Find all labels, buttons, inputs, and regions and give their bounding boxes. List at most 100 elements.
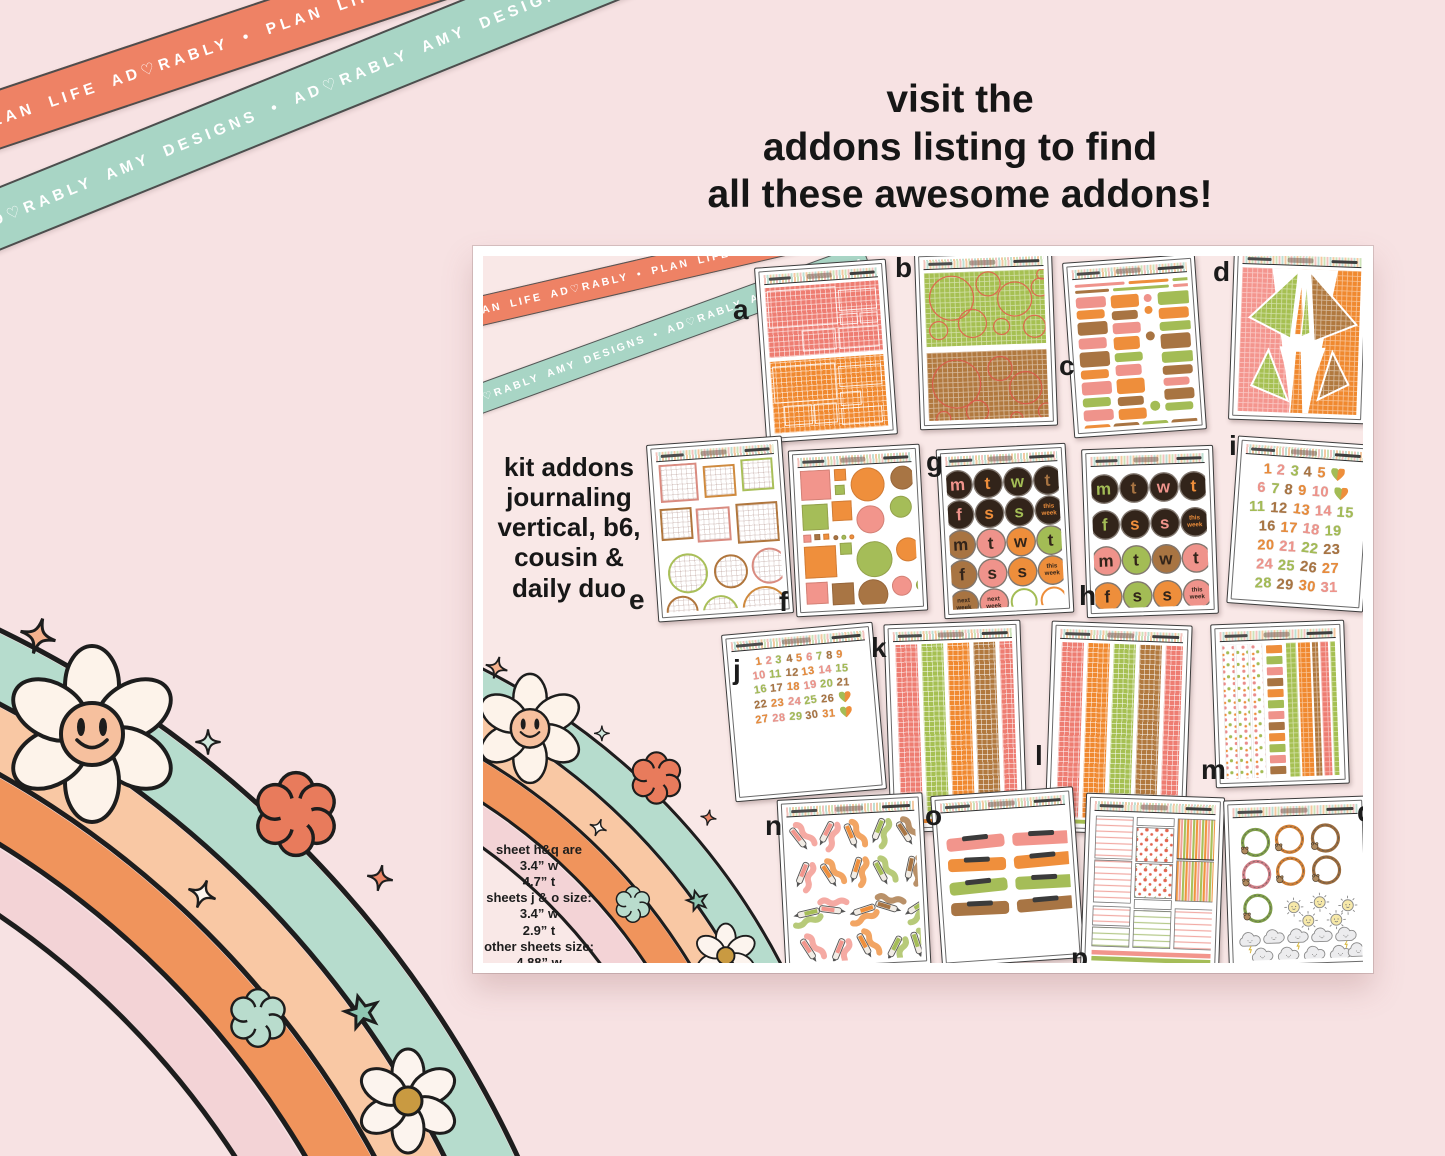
date-number: 28 [771,711,787,725]
date-number: 29 [788,710,803,723]
weekday-circle: w [1149,473,1178,501]
promo-heading-line: addons listing to find [762,125,1158,169]
weekday-circle: s [974,499,1004,528]
weekday-circle: w [1003,467,1032,496]
weekday-circle: t [1179,471,1208,500]
sticker-sheet-q [1223,795,1363,963]
sticker-sheet-f [787,443,929,618]
sticker-sheet-c [1062,256,1207,439]
date-number: 5 [1316,465,1327,482]
date-number: 14 [818,663,833,677]
kit-line: cousin & [514,542,624,573]
weekday-circle: w [1152,544,1180,573]
date-number: 28 [1254,575,1272,592]
date-number: 21 [836,676,851,689]
sheet-label-i: i [1229,430,1237,461]
date-number: 22 [1300,539,1320,558]
promo-heading-line: all these awesome addons! [707,173,1213,217]
kit-line: daily duo [511,572,627,603]
date-number: 24 [787,695,802,708]
date-number: 23 [1323,542,1341,559]
date-number: 31 [1320,580,1338,597]
date-number: 19 [802,678,818,693]
date-number: 10 [751,668,767,683]
sticker-sheet-d [1228,256,1363,425]
weekday-circle: f [945,500,974,530]
date-number: 11 [768,667,783,681]
sticker-sheet-p [1079,792,1226,963]
kit-line: kit addons [503,452,634,482]
weekday-circle: s [1120,510,1149,538]
date-number: 24 [1255,556,1273,573]
sheet-label-j: j [733,654,741,685]
date-number: 4 [784,652,794,666]
weekday-circle: m [1092,547,1120,576]
date-number: 19 [1324,523,1342,540]
date-number: 12 [1269,499,1289,518]
weekday-circle: f [1093,583,1122,609]
promo-heading-line: visit the [886,78,1034,121]
weekday-circle: s [1123,582,1152,609]
weekday-circle: s [978,559,1007,588]
date-number: 30 [1297,577,1317,596]
sheet-label-m: m [1201,754,1226,785]
weekday-circle: t [1181,543,1210,572]
date-number: 21 [1278,538,1297,556]
weekday-circle: s [1004,497,1034,526]
date-number: 6 [805,651,813,664]
date-number: 27 [754,712,770,727]
date-number: 7 [815,649,824,663]
date-number: 31 [821,706,837,720]
weekday-circle: t [1036,525,1065,555]
date-number: 3 [775,653,783,667]
sheet-label-a: a [733,294,749,325]
date-number: 29 [1276,576,1295,594]
weekday-circle: m [945,470,972,500]
date-number: 1 [1263,461,1272,478]
addons-panel: PLAN LIFE AD♡RABLY • PLAN LIFE AD♡RABLY … [473,246,1373,973]
heart-icon [838,691,851,703]
date-number: 26 [1298,558,1319,577]
date-number: 9 [836,648,844,661]
weekday-circle: next week [949,590,978,610]
date-number: 4 [1303,464,1313,481]
sticker-sheet-b [913,256,1059,431]
date-number: 5 [795,651,804,665]
sticker-sheet-m [1210,619,1350,789]
date-number: 23 [770,696,785,710]
date-number: 16 [1258,518,1276,535]
weekday-circle: this week [1034,495,1064,525]
weekday-circle: s [1150,509,1179,537]
sheet-label-q: q [1357,796,1373,827]
date-number: 27 [1322,561,1340,578]
weekday-circle: this week [1037,555,1065,585]
date-number: 3 [1289,462,1301,480]
date-number: 9 [1298,483,1307,500]
weekday-circle: t [976,529,1005,558]
promo-heading: visit the addons listing to find all the… [645,76,1275,219]
date-number: 25 [1277,557,1296,575]
sheet-label-f: f [779,586,789,617]
heart-icon [840,706,853,718]
date-number: 16 [752,682,768,697]
weekday-circle [1009,587,1038,610]
weekday-circle [1039,585,1065,610]
weekday-circle: w [1006,527,1035,556]
weekday-circle: t [1033,466,1062,495]
date-number: 25 [803,692,819,707]
date-number: 17 [1280,519,1299,537]
date-number: 22 [753,697,769,712]
kit-line: journaling [506,482,632,513]
sheet-label-e: e [629,584,645,615]
weekday-circle: f [1090,511,1119,540]
sheet-label-o: o [925,800,943,831]
sheet-label-n: n [765,810,783,841]
sheet-label-d: d [1213,256,1231,287]
date-number: 26 [820,691,835,705]
weekday-circle: next week [979,588,1008,610]
date-number: 13 [1291,500,1311,520]
